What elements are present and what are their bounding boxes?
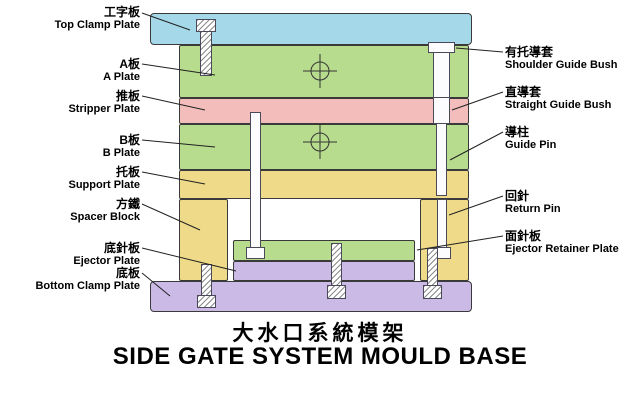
cap-screw-bottom-left-head bbox=[197, 295, 216, 308]
label-en: B Plate bbox=[102, 147, 140, 159]
cap-screw-center-head bbox=[327, 285, 346, 299]
label-bottom-clamp-plate: 底板 Bottom Clamp Plate bbox=[4, 267, 140, 293]
label-support-plate: 托板 Support Plate bbox=[4, 166, 140, 192]
label-en: Bottom Clamp Plate bbox=[35, 280, 140, 292]
label-en: Ejector Plate bbox=[73, 255, 140, 267]
plate-b bbox=[179, 124, 469, 170]
label-cn: 導柱 bbox=[505, 125, 530, 139]
label-cn: 回針 bbox=[505, 189, 530, 203]
label-cn: 推板 bbox=[115, 89, 140, 103]
label-guide-pin: 導柱 Guide Pin bbox=[505, 126, 639, 152]
cap-screw-bottom-left-shank bbox=[201, 264, 212, 296]
label-a-plate: A板 A Plate bbox=[4, 58, 140, 84]
label-shoulder-guide-bush: 有托導套 Shoulder Guide Bush bbox=[505, 46, 639, 72]
return-pin bbox=[437, 199, 447, 248]
label-en: Ejector Retainer Plate bbox=[505, 243, 619, 255]
label-en: Guide Pin bbox=[505, 139, 557, 151]
label-top-clamp-plate: 工字板 Top Clamp Plate bbox=[4, 6, 140, 32]
label-cn: 底針板 bbox=[103, 241, 140, 255]
label-en: Return Pin bbox=[505, 203, 561, 215]
label-b-plate: B板 B Plate bbox=[4, 134, 140, 160]
guide-pin bbox=[436, 123, 447, 196]
label-en: Top Clamp Plate bbox=[54, 19, 140, 31]
label-cn: 方鐵 bbox=[115, 197, 140, 211]
label-en: Straight Guide Bush bbox=[505, 99, 612, 111]
ejector-pin bbox=[250, 112, 261, 248]
label-cn: 底板 bbox=[115, 266, 140, 280]
label-cn: B板 bbox=[119, 133, 140, 147]
cap-screw-right-shank bbox=[427, 248, 438, 286]
cap-screw-center-shank bbox=[331, 243, 342, 286]
cap-screw-right-head bbox=[423, 285, 442, 299]
shoulder-guide-bush bbox=[433, 52, 450, 98]
ejector-pin-head bbox=[246, 247, 265, 259]
cap-screw-top-shank bbox=[200, 31, 212, 76]
label-cn: 有托導套 bbox=[505, 45, 554, 59]
title-english: SIDE GATE SYSTEM MOULD BASE bbox=[112, 343, 528, 370]
label-cn: 工字板 bbox=[103, 5, 140, 19]
label-ejector-retainer-plate: 面針板 Ejector Retainer Plate bbox=[505, 230, 639, 256]
cap-screw-top-head bbox=[196, 19, 216, 32]
label-cn: 托板 bbox=[115, 165, 140, 179]
label-en: Shoulder Guide Bush bbox=[505, 59, 618, 71]
label-straight-guide-bush: 直導套 Straight Guide Bush bbox=[505, 86, 639, 112]
label-en: A Plate bbox=[103, 71, 140, 83]
title-chinese: 大水口系統模架 bbox=[232, 322, 408, 345]
label-stripper-plate: 推板 Stripper Plate bbox=[4, 90, 140, 116]
plate-support bbox=[179, 170, 469, 199]
label-cn: 面針板 bbox=[505, 229, 542, 243]
label-spacer-block: 方鐵 Spacer Block bbox=[4, 198, 140, 224]
plate-ejector bbox=[233, 261, 415, 281]
label-return-pin: 回針 Return Pin bbox=[505, 190, 639, 216]
label-en: Spacer Block bbox=[70, 211, 140, 223]
label-ejector-plate: 底針板 Ejector Plate bbox=[4, 242, 140, 268]
label-en: Stripper Plate bbox=[68, 103, 140, 115]
label-en: Support Plate bbox=[68, 179, 140, 191]
label-cn: 直導套 bbox=[505, 85, 542, 99]
plate-a bbox=[179, 45, 469, 98]
plate-stripper bbox=[179, 98, 469, 124]
label-cn: A板 bbox=[119, 57, 140, 71]
straight-guide-bush bbox=[433, 97, 450, 124]
